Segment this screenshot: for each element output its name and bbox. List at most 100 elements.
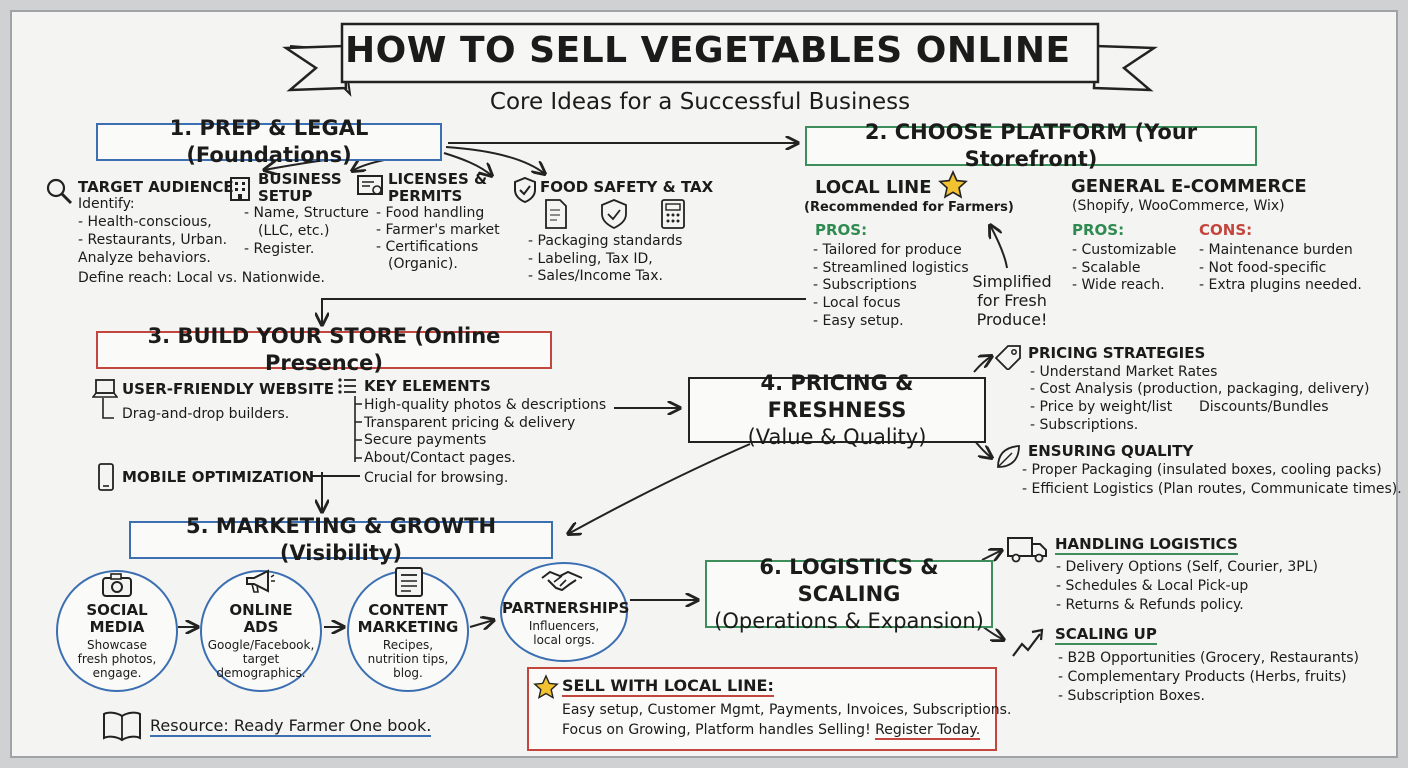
quality-line: - Proper Packaging (insulated boxes, coo…: [1022, 462, 1382, 478]
general-pros-label: PROS:: [1072, 221, 1125, 239]
audience-line: Identify:: [78, 196, 135, 212]
leaf-icon: [997, 445, 1020, 468]
scaling-title-text: SCALING UP: [1055, 625, 1157, 645]
food-line: - Sales/Income Tax.: [528, 268, 663, 284]
licenses-line: - Food handling: [376, 205, 485, 221]
cta-line-text: Focus on Growing, Platform handles Selli…: [562, 722, 871, 738]
local-line-pros-label: PROS:: [815, 221, 868, 239]
channel-title: ADS: [243, 618, 279, 636]
resource-link[interactable]: Resource: Ready Farmer One book.: [150, 716, 432, 737]
audience-line: - Health-conscious,: [78, 214, 212, 230]
section5-heading: 5. MARKETING & GROWTH (Visibility): [129, 514, 553, 565]
setup-line: - Name, Structure: [244, 205, 369, 221]
channel-title: MEDIA: [89, 618, 145, 636]
section4-heading-line: (Value & Quality): [747, 424, 927, 449]
logistics-line: - Schedules & Local Pick-up: [1056, 578, 1249, 594]
setup-title: BUSINESS: [258, 170, 342, 188]
local-line-pro: - Streamlined logistics: [813, 260, 969, 276]
handshake-icon: [541, 570, 583, 592]
channel-title: CONTENT: [368, 601, 448, 619]
channel-detail: Google/Facebook, target demographics.: [207, 638, 315, 680]
licenses-title: PERMITS: [388, 187, 463, 205]
price-tag-icon: [994, 345, 1021, 370]
calculator-icon: [661, 199, 685, 229]
elements-title: KEY ELEMENTS: [364, 377, 491, 395]
food-line: - Labeling, Tax ID,: [528, 251, 653, 267]
cta-line: Easy setup, Customer Mgmt, Payments, Inv…: [562, 702, 1012, 718]
local-line-callout: for Fresh: [977, 291, 1047, 310]
general-pro: - Scalable: [1072, 260, 1141, 276]
camera-icon: [102, 573, 132, 597]
pricing-line: - Cost Analysis (production, packaging, …: [1030, 381, 1370, 397]
section6-heading: 6. LOGISTICS & SCALING (Operations & Exp…: [705, 555, 993, 633]
growth-arrow-icon: [1012, 628, 1044, 657]
section6-heading-line: (Operations & Expansion): [714, 608, 984, 633]
truck-icon: [1007, 537, 1047, 563]
pricing-line: Discounts/Bundles: [1199, 399, 1329, 415]
section2-heading: 2. CHOOSE PLATFORM (Your Storefront): [805, 120, 1257, 171]
star-icon: [533, 674, 559, 700]
mobile-title: MOBILE OPTIMIZATION: [122, 468, 315, 486]
megaphone-icon: [246, 569, 275, 593]
elements-line: About/Contact pages.: [364, 450, 516, 466]
licenses-line: (Organic).: [388, 256, 458, 272]
cta-title: SELL WITH LOCAL LINE:: [562, 676, 774, 697]
section3-heading: 3. BUILD YOUR STORE (Online Presence): [96, 324, 552, 375]
general-con: - Maintenance burden: [1199, 242, 1353, 258]
food-title: FOOD SAFETY & TAX: [540, 178, 714, 196]
logistics-line: - Delivery Options (Self, Courier, 3PL): [1056, 559, 1318, 575]
food-line: - Packaging standards: [528, 233, 683, 249]
mobile-detail: Crucial for browsing.: [364, 470, 509, 486]
scaling-line: - B2B Opportunities (Grocery, Restaurant…: [1058, 650, 1360, 666]
pricing-line: - Price by weight/list: [1030, 399, 1173, 415]
magnifier-icon: [46, 178, 73, 205]
logistics-line: - Returns & Refunds policy.: [1056, 597, 1244, 613]
local-line-note: (Recommended for Farmers): [804, 200, 1014, 215]
general-con: - Not food-specific: [1199, 260, 1327, 276]
pricing-line: - Subscriptions.: [1030, 417, 1139, 433]
elements-line: High-quality photos & descriptions: [364, 397, 607, 413]
food-safety-icons: [545, 199, 685, 230]
cta-title-text: SELL WITH LOCAL LINE:: [562, 676, 774, 697]
document-icon: [395, 567, 423, 597]
setup-line: (LLC, etc.): [258, 223, 330, 239]
local-line-pro: - Tailored for produce: [813, 242, 962, 258]
scaling-title: SCALING UP: [1055, 625, 1157, 645]
website-detail: Drag-and-drop builders.: [122, 406, 290, 422]
title-banner: [282, 22, 1158, 97]
quality-line: - Efficient Logistics (Plan routes, Comm…: [1022, 481, 1402, 497]
setup-line: - Register.: [244, 241, 315, 257]
pricing-line: - Understand Market Rates: [1030, 364, 1218, 380]
general-title: GENERAL E-COMMERCE: [1071, 176, 1307, 197]
channel-detail: Influencers, local orgs.: [528, 619, 600, 647]
licenses-line: - Farmer's market: [376, 222, 500, 238]
general-note: (Shopify, WooCommerce, Wix): [1072, 198, 1285, 214]
channel-detail: Showcase fresh photos, engage.: [77, 638, 157, 680]
section4-heading: 4. PRICING & FRESHNESS (Value & Quality): [688, 371, 986, 449]
section4-heading-line: 4. PRICING & FRESHNESS: [760, 370, 914, 422]
cta-line-2: Focus on Growing, Platform handles Selli…: [562, 722, 981, 740]
list-icon: [338, 378, 356, 394]
general-cons-label: CONS:: [1199, 221, 1253, 239]
register-link[interactable]: Register Today.: [875, 722, 981, 740]
general-con: - Extra plugins needed.: [1199, 277, 1362, 293]
audience-line: Define reach: Local vs. Nationwide.: [78, 270, 325, 286]
certificate-icon: [357, 175, 383, 195]
laptop-icon: [92, 379, 118, 398]
page-subtitle: Core Ideas for a Successful Business: [489, 89, 911, 115]
cta-box: [527, 667, 997, 751]
section1-heading: 1. PREP & LEGAL (Foundations): [96, 116, 442, 167]
section6-heading-line: 6. LOGISTICS & SCALING: [759, 554, 939, 606]
logistics-title: HANDLING LOGISTICS: [1055, 535, 1238, 555]
elements-line: Secure payments: [364, 432, 487, 448]
channel-partnerships: PARTNERSHIPS Influencers, local orgs.: [500, 562, 630, 662]
channel-title: ONLINE: [229, 601, 293, 619]
scaling-line: - Subscription Boxes.: [1058, 688, 1205, 704]
resource-text: Resource: Ready Farmer One book.: [150, 716, 432, 737]
general-pro: - Wide reach.: [1072, 277, 1165, 293]
logistics-title-text: HANDLING LOGISTICS: [1055, 535, 1238, 555]
website-title: USER-FRIENDLY WEBSITE: [122, 380, 335, 398]
local-line-pro: - Easy setup.: [813, 313, 904, 329]
channel-title: PARTNERSHIPS: [502, 599, 630, 617]
document-icon: [545, 199, 567, 229]
